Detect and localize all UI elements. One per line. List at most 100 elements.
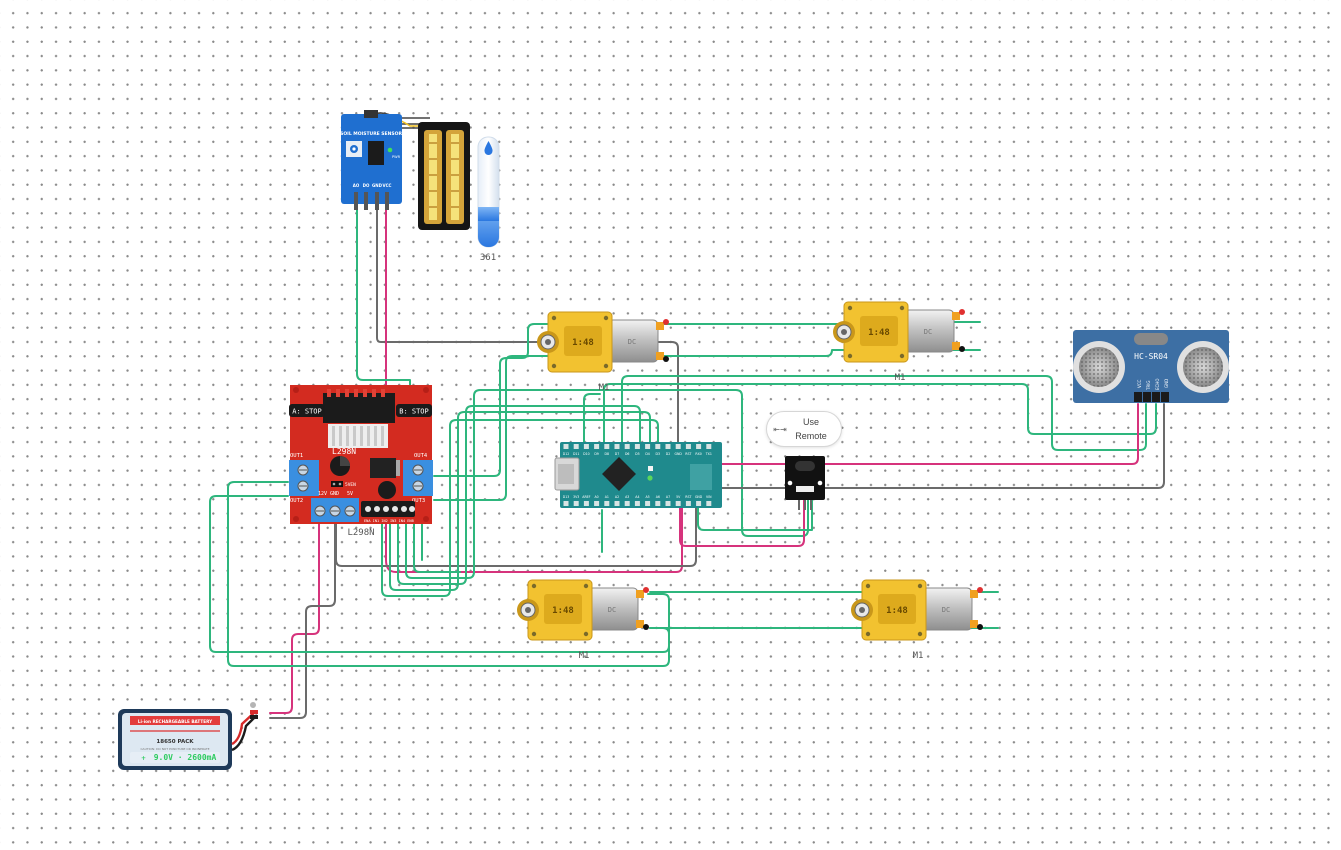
wire [663,349,981,357]
arduino-pin[interactable] [696,444,702,449]
arduino-pin[interactable] [614,501,620,506]
svg-text:A: STOP: A: STOP [292,408,322,416]
pin-label: D2 [666,452,670,456]
arduino-pin[interactable] [634,444,640,449]
arduino-pin[interactable] [563,444,569,449]
ir-receiver-module[interactable] [785,456,825,510]
battery-header: Li-ion RECHARGEABLE BATTERY [138,719,213,724]
power-terminal[interactable] [311,498,359,522]
pin-label: A0 [594,495,598,499]
pin-label: RST [685,495,691,499]
terminal-out3-out4[interactable] [403,460,433,496]
motor-terminal[interactable] [663,319,669,325]
pin-label: D7 [615,452,619,456]
motor-terminal[interactable] [977,624,983,630]
pin-label: D3 [656,452,660,456]
pin-label: D12 [563,452,570,456]
sensor-pins[interactable] [354,192,389,210]
wire [397,405,641,585]
arduino-pin[interactable] [655,501,661,506]
pin-label: RST [685,452,691,456]
arduino-pin[interactable] [645,444,651,449]
pin-label: D5 [635,452,639,456]
arduino-pin[interactable] [696,501,702,506]
pin-label: TX1 [705,452,712,456]
arduino-pin[interactable] [655,444,661,449]
arduino-pin[interactable] [645,501,651,506]
pin-label: A5 [645,495,649,499]
arduino-pin[interactable] [573,444,579,449]
arduino-pin[interactable] [706,501,712,506]
terminal-out1-out2[interactable] [289,460,319,496]
wire [376,199,679,453]
motor-terminal[interactable] [663,356,669,362]
motor-terminal[interactable] [959,346,965,352]
arduino-pin[interactable] [594,444,600,449]
chip-label: L298N [332,447,356,456]
gear-ratio-label: 1:48 [572,338,594,348]
wire [385,199,683,573]
wire [269,519,320,714]
ultrasonic-pins[interactable] [1134,392,1169,402]
motor-terminal[interactable] [959,309,965,315]
arduino-pin[interactable] [675,444,681,449]
soil-probe[interactable] [418,122,470,230]
wire [689,403,1139,465]
arduino-pin[interactable] [634,501,640,506]
motor-terminal[interactable] [643,587,649,593]
motor-label: M1 [599,383,610,393]
arduino-pin[interactable] [665,501,671,506]
status-leds [647,466,653,481]
driver-name-label: L298N [347,528,374,538]
5v-enable-jumper[interactable] [331,481,343,487]
arduino-pin[interactable] [604,501,610,506]
arduino-pin[interactable] [675,501,681,506]
comparator-chip [368,141,384,165]
ir-pins[interactable] [798,500,812,510]
battery-pack[interactable]: Li-ion RECHARGEABLE BATTERY 18650 PACK C… [118,702,258,770]
arduino-pin[interactable] [604,444,610,449]
control-header[interactable] [361,501,415,517]
arduino-pin[interactable] [624,501,630,506]
arduino-pin[interactable] [685,444,691,449]
arduino-pin[interactable] [594,501,600,506]
wire [697,499,813,531]
arduino-pin[interactable] [583,501,589,506]
soil-moisture-sensor[interactable]: SOIL MOISTURE SENSOR PWR AO DO GND VCC [340,110,434,210]
l298n-motor-driver[interactable]: L298N A: STOP B: STOP OUT1 OUT2 [289,385,433,538]
pin-label: D8 [605,452,609,456]
wire [433,355,665,501]
use-remote-button[interactable]: ⇤⇥ Use Remote [766,411,842,447]
moisture-level-slider[interactable]: 361 [477,136,500,263]
svg-text:GND: GND [330,491,339,497]
pin-label: D9 [594,452,598,456]
arduino-pin[interactable] [706,444,712,449]
arduino-pin[interactable] [583,444,589,449]
motor-terminal[interactable] [643,624,649,630]
a-stop-button[interactable]: A: STOP [289,404,325,417]
arduino-pin[interactable] [573,501,579,506]
arduino-pin[interactable] [624,444,630,449]
motor-terminal[interactable] [977,587,983,593]
battery-terminal-pos[interactable] [250,702,256,708]
pin-label: GND [675,452,683,456]
svg-text:PWR: PWR [392,155,401,159]
hc-sr04-ultrasonic-sensor[interactable]: HC-SR04 VCC TRIG ECHO GND [1073,330,1229,403]
arduino-pin[interactable] [614,444,620,449]
wire [433,323,665,477]
arduino-pin[interactable] [563,501,569,506]
arduino-pin[interactable] [685,501,691,506]
svg-text:B: STOP: B: STOP [399,408,429,416]
b-stop-button[interactable]: B: STOP [396,404,432,417]
svg-text:12V: 12V [318,491,327,497]
arduino-pin[interactable] [665,444,671,449]
